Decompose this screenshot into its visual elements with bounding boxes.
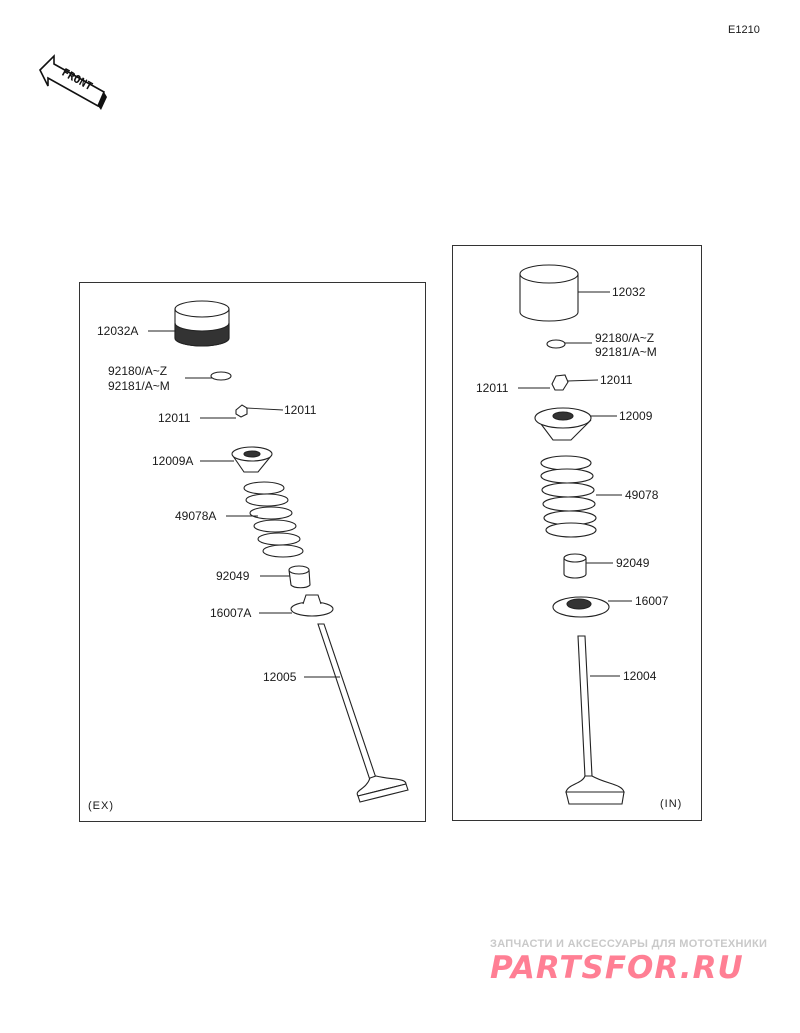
ex-tag: (EX)	[88, 800, 114, 812]
watermark-tagline: ЗАПЧАСТИ И АКСЕССУАРЫ ДЛЯ МОТОТЕХНИКИ	[490, 938, 768, 950]
ex-tappet-label: 12032A	[97, 324, 139, 338]
watermark-logo: PARTSFOR.RU	[490, 950, 744, 986]
in-seat-shape	[552, 596, 610, 618]
ex-valve-label: 12005	[263, 670, 297, 684]
in-seal-label: 92049	[616, 556, 650, 570]
in-keeper-right-label: 12011	[600, 373, 633, 387]
in-retainer-label: 12009	[619, 409, 653, 423]
ex-seat-shape	[290, 594, 334, 617]
ex-retainer-label: 12009A	[152, 454, 194, 468]
ex-tappet-shape	[174, 300, 230, 347]
in-valve-label: 12004	[623, 669, 657, 683]
ex-seal-label: 92049	[216, 569, 250, 583]
exhaust-panel	[79, 282, 426, 822]
ex-seal-shape	[288, 565, 311, 589]
in-tag: (IN)	[660, 798, 683, 810]
ex-retainer-shape	[231, 446, 273, 473]
in-tappet-label: 12032	[612, 285, 646, 299]
ex-shim-shape	[210, 371, 232, 381]
in-shim-label-2: 92181/A~M	[595, 345, 657, 359]
in-valve-shape	[565, 635, 625, 805]
ex-spring-label: 49078A	[175, 509, 217, 523]
ex-shim-label-2: 92181/A~M	[108, 379, 170, 393]
in-spring-shape	[540, 455, 597, 538]
ex-keeper-right-label: 12011	[284, 403, 317, 417]
in-keeper-shape	[551, 374, 569, 391]
front-arrow-icon: FRONT	[39, 54, 107, 110]
in-seal-shape	[563, 553, 587, 579]
page-code: E1210	[728, 24, 760, 36]
in-keeper-left-label: 12011	[476, 381, 509, 395]
in-retainer-shape	[534, 407, 592, 441]
ex-keeper-shape	[235, 404, 248, 418]
ex-spring-shape	[243, 481, 304, 558]
in-shim-shape	[546, 339, 566, 349]
ex-seat-label: 16007A	[210, 606, 252, 620]
in-tappet-shape	[519, 264, 579, 322]
in-shim-label-1: 92180/A~Z	[595, 331, 655, 345]
ex-valve-shape	[317, 623, 409, 803]
in-seat-label: 16007	[635, 594, 669, 608]
ex-keeper-left-label: 12011	[158, 411, 191, 425]
in-spring-label: 49078	[625, 488, 659, 502]
ex-shim-label-1: 92180/A~Z	[108, 364, 168, 378]
